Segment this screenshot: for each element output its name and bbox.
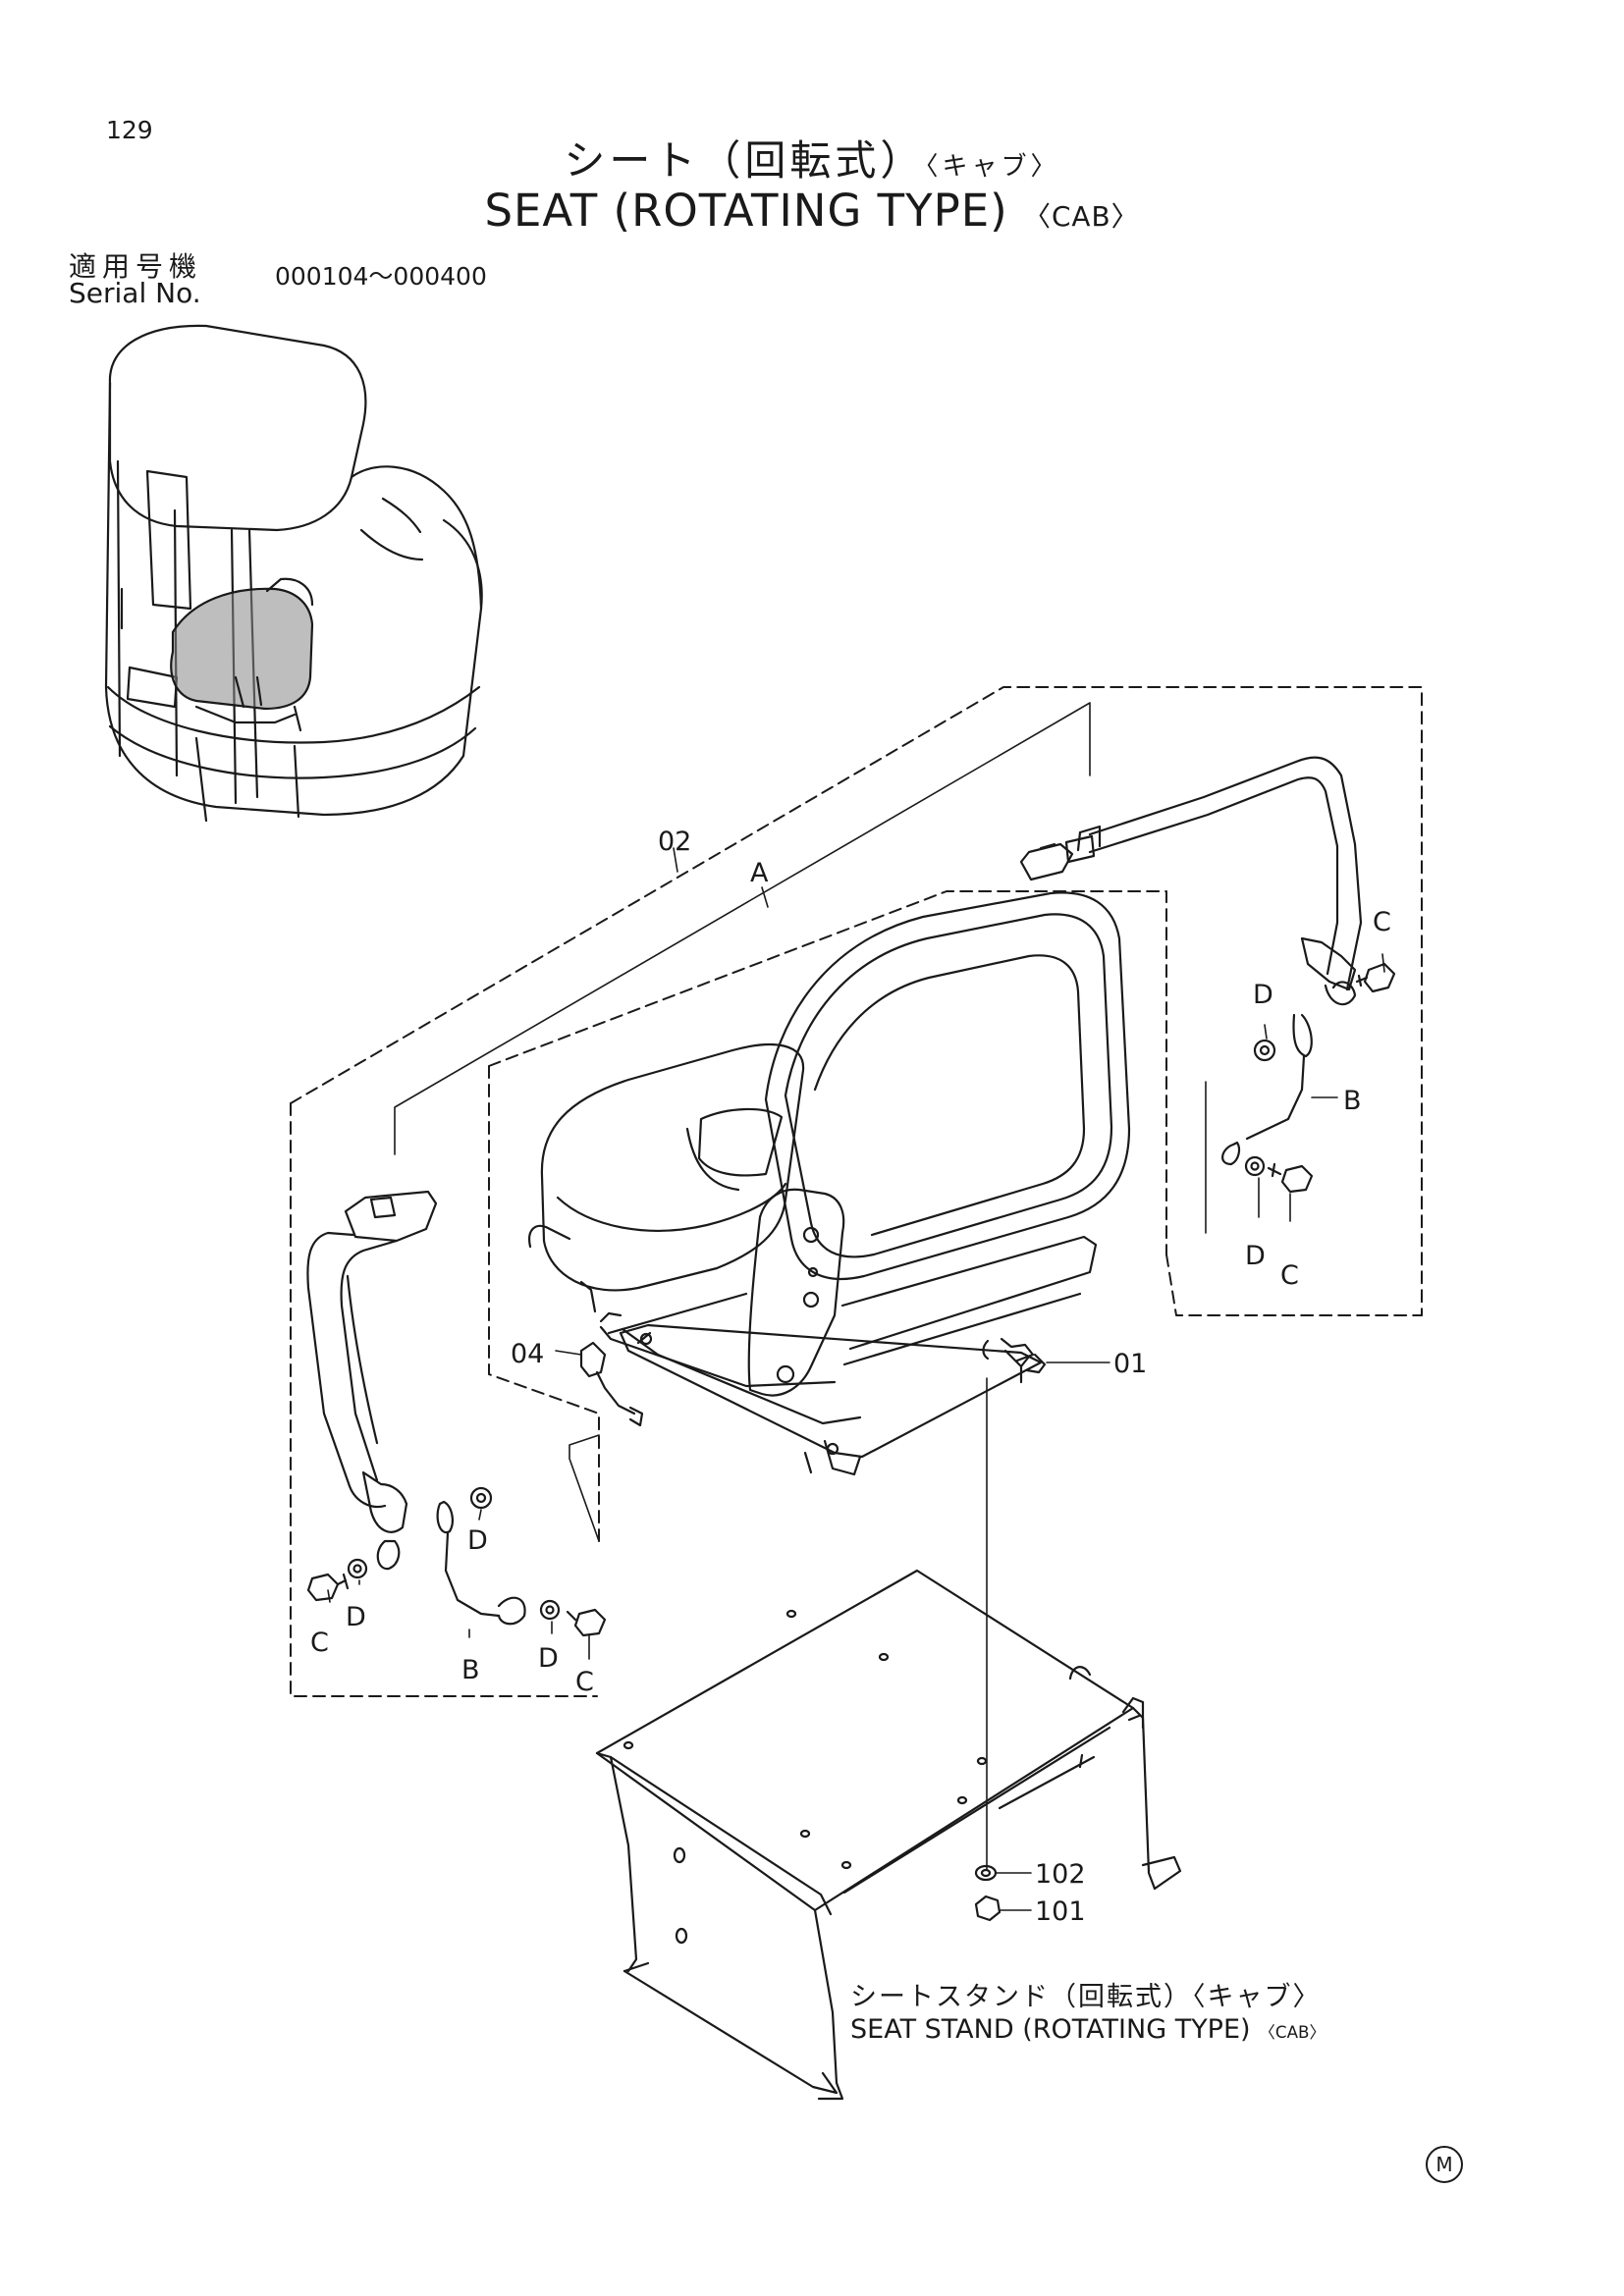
callout-c-left-bottom: C [310, 1628, 329, 1658]
title-jp-sub: 〈キャブ〉 [925, 152, 1060, 182]
leader-lines [327, 847, 1385, 1911]
callout-b-left: B [461, 1655, 480, 1685]
callout-02: 02 [658, 827, 691, 857]
serial-range: 000104～000400 [275, 262, 487, 291]
callout-b-right: B [1343, 1086, 1362, 1116]
title-english: SEAT (ROTATING TYPE) 〈CAB〉 [0, 185, 1624, 237]
title-japanese: シート（回転式）〈キャブ〉 [0, 128, 1624, 187]
serial-label-japanese: 適用号機 [69, 250, 203, 283]
callout-d-left-top: D [467, 1525, 488, 1556]
callout-d-left-bottom: D [346, 1602, 366, 1632]
right-seatbelt-illustration [1019, 756, 1363, 1166]
callout-c-left-cable: C [575, 1667, 594, 1697]
callout-a: A [750, 858, 769, 888]
stand-caption-english: SEAT STAND (ROTATING TYPE) 〈CAB〉 [850, 2014, 1326, 2045]
seat-stand-illustration [595, 1569, 1182, 2101]
callout-102: 102 [1035, 1859, 1086, 1890]
title-jp-main: シート（回転式） [564, 136, 926, 185]
callout-d-right-bottom: D [1245, 1241, 1266, 1271]
callout-04: 04 [511, 1339, 544, 1369]
title-en-main: SEAT (ROTATING TYPE) [484, 185, 1008, 237]
callout-d-right-top: D [1253, 980, 1273, 1010]
callout-c-right-top: C [1373, 907, 1391, 937]
stand-caption-en-sub: 〈CAB〉 [1259, 2022, 1326, 2042]
seat-illustration [528, 891, 1131, 1476]
manufacturer-mark: M [1426, 2146, 1463, 2183]
callout-c-right-bottom: C [1280, 1260, 1299, 1291]
nut-101 [974, 1895, 1001, 1922]
hardware-illustrations [306, 962, 1396, 1637]
title-en-sub: 〈CAB〉 [1023, 200, 1140, 233]
callout-d-left-cable: D [538, 1643, 559, 1674]
stand-caption-japanese: シートスタンド（回転式）〈キャブ〉 [850, 1982, 1322, 2012]
page-number: 129 [106, 116, 153, 144]
stand-caption-en-main: SEAT STAND (ROTATING TYPE) [850, 2014, 1251, 2045]
group-outlines [290, 686, 1423, 1697]
washer-102 [974, 1864, 998, 1882]
cab-overview-illustration [104, 324, 483, 823]
callout-101: 101 [1035, 1896, 1086, 1927]
callout-01: 01 [1113, 1349, 1147, 1379]
serial-label-english: Serial No. [69, 277, 201, 309]
left-seatbelt-illustration [306, 1190, 526, 1626]
